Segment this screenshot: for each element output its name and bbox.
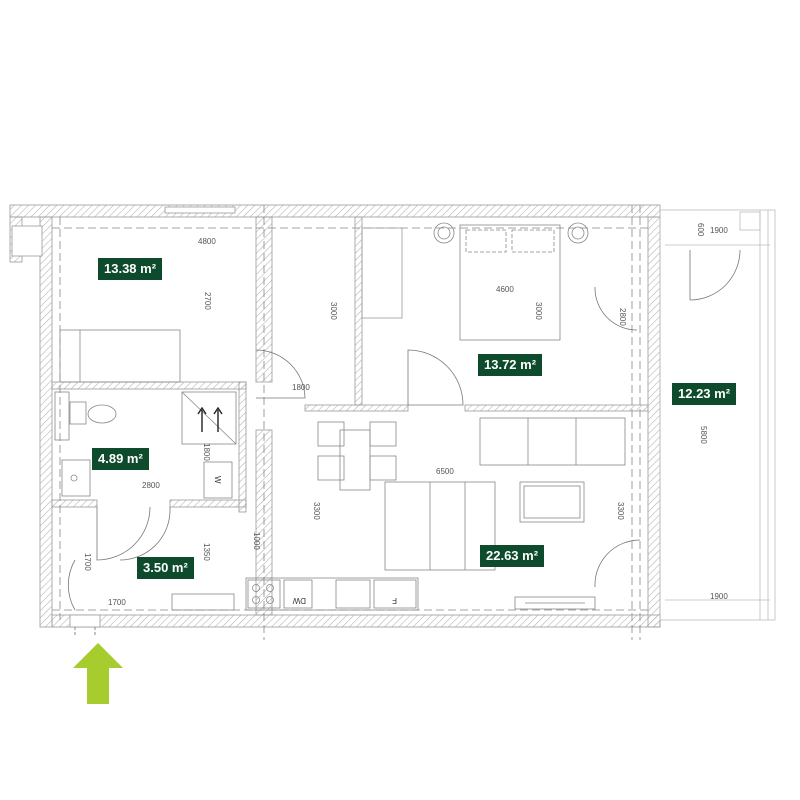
area-badge-balcony: 12.23 m²	[672, 383, 737, 405]
dim-1700-vertical: 1700	[83, 553, 92, 571]
dim-600: 600	[696, 223, 705, 237]
area-badge-living: 13.38 m²	[98, 258, 163, 280]
bathroom-fixtures	[54, 391, 237, 499]
balcony-door	[689, 249, 741, 301]
washer-label: W	[213, 476, 222, 484]
axis-lines	[52, 205, 648, 640]
dim-3300-b: 3300	[616, 502, 625, 520]
dim-3000-a: 3000	[329, 302, 338, 320]
sofa-icon	[479, 417, 626, 466]
bed-icon	[433, 222, 589, 341]
appliance-labels: W DW F	[213, 476, 397, 605]
dim-2800: 2800	[142, 481, 160, 490]
area-badge-kitchen-living: 22.63 m²	[480, 545, 545, 567]
dim-5800: 5800	[699, 426, 708, 444]
fridge-label: F	[392, 596, 397, 605]
stove-icon	[247, 579, 281, 609]
area-badge-bathroom: 4.89 m²	[92, 448, 149, 470]
exterior-walls	[9, 204, 661, 628]
door-swings	[67, 286, 641, 611]
tv-stand	[514, 596, 596, 610]
shower-icon	[197, 406, 223, 432]
dishwasher-label: DW	[292, 596, 306, 605]
toilet-icon	[69, 401, 117, 425]
dim-2700: 2700	[203, 292, 212, 310]
dim-1900-top: 1900	[710, 226, 728, 235]
interior-walls	[51, 216, 649, 616]
living-furniture	[59, 329, 181, 383]
area-badge-hall: 3.50 m²	[137, 557, 194, 579]
area-badge-bedroom: 13.72 m²	[478, 354, 543, 376]
dim-3300-a: 3300	[312, 502, 321, 520]
balcony	[659, 209, 776, 621]
dim-6500: 6500	[436, 467, 454, 476]
dim-1800-bath: 1800	[202, 443, 211, 461]
dimension-labels: 4800 2700 1800 2800 1350 1700 1700 1000 …	[83, 223, 728, 607]
dim-1350: 1350	[202, 543, 211, 561]
dim-1000: 1000	[252, 532, 261, 550]
dining-set	[317, 421, 397, 491]
dim-1700-horizontal: 1700	[108, 598, 126, 607]
dim-1800: 1800	[292, 383, 310, 392]
sink-icon	[61, 459, 91, 497]
coffee-table	[384, 481, 585, 571]
dim-1900-bottom: 1900	[710, 592, 728, 601]
dim-3000-b: 3000	[534, 302, 543, 320]
kitchen-counter	[245, 577, 419, 611]
entrance-arrow-icon	[73, 643, 123, 704]
dim-2800-right: 2800	[618, 308, 627, 326]
dim-4600: 4600	[496, 285, 514, 294]
dim-4800: 4800	[198, 237, 216, 246]
